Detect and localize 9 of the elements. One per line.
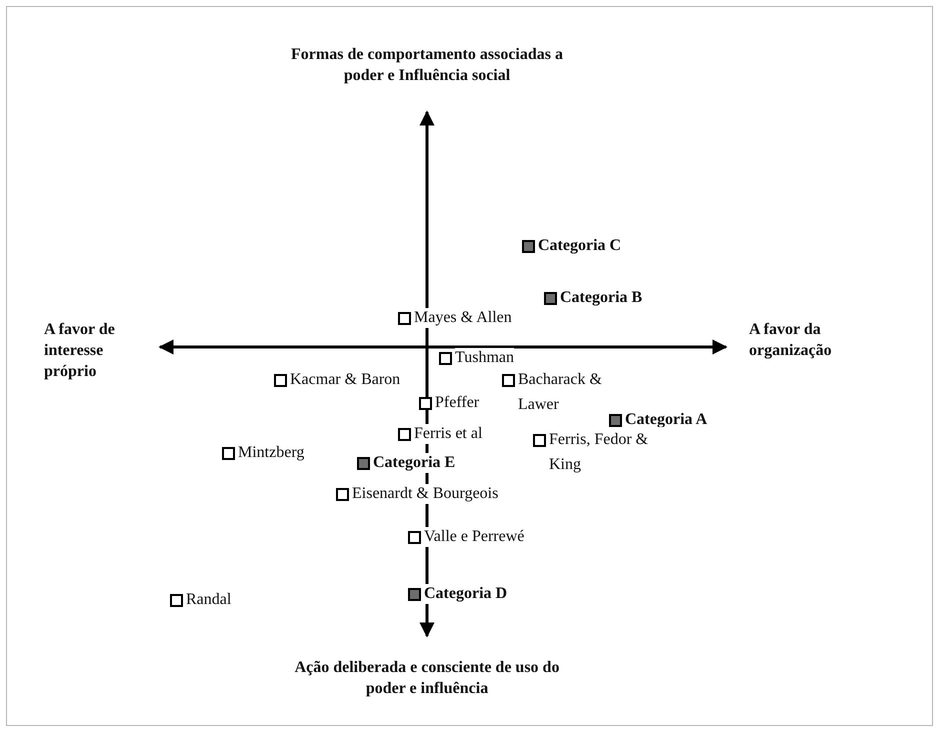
category-label: Categoria B [560,288,642,308]
category-label: Categoria C [538,236,622,256]
category-label: Categoria D [424,584,508,604]
author-label: Mayes & Allen [414,308,512,328]
author-label: Ferris et al [414,424,482,444]
category-label: Categoria E [373,453,456,473]
author-label: Eisenardt & Bourgeois [352,484,498,504]
author-label: Mintzberg [238,443,304,463]
author-label: Valle e Perrewé [424,527,524,547]
